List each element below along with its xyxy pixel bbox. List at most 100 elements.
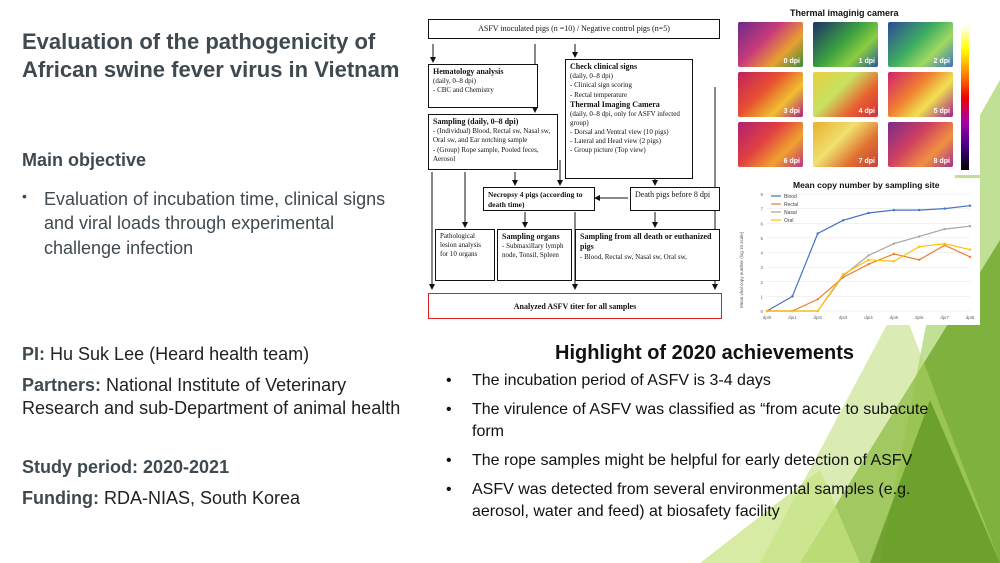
- flow-clinical-title: Check clinical signs: [570, 62, 638, 71]
- data-point-rectal: [867, 263, 870, 266]
- flow-necropsy: Necropsy 4 pigs (according to death time…: [483, 187, 595, 211]
- data-point-oral: [841, 273, 845, 276]
- x-tick-label: dpi3: [839, 315, 848, 320]
- thermal-image: 0 dpi: [738, 22, 803, 67]
- data-point-rectal: [918, 258, 921, 262]
- flow-clinical-item: - Clinical sign scoring: [570, 81, 633, 90]
- flow-all-text: - Blood, Rectal sw, Nasal sw, Oral sw,: [580, 252, 687, 261]
- data-point-oral: [918, 245, 921, 248]
- flow-clinical: Check clinical signs (daily, 0–8 dpi) - …: [565, 59, 693, 179]
- flow-all-title: Sampling from all death or euthanized pi…: [580, 232, 712, 252]
- x-tick-label: dpi5: [890, 315, 899, 320]
- data-point-blood: [892, 208, 896, 212]
- copy-number-chart: Mean copy number by sampling site Mean v…: [735, 178, 980, 325]
- y-tick-label: 7: [760, 207, 763, 212]
- thermal-title: Thermal imaginig camera: [790, 8, 899, 18]
- y-tick-label: 2: [760, 280, 763, 285]
- chart-title: Mean copy number by sampling site: [793, 180, 940, 190]
- chart-ylabel: Mean viral copy number (log 10 scale): [739, 231, 744, 308]
- data-point-oral: [968, 248, 972, 251]
- pi-value: Hu Suk Lee (Heard health team): [50, 344, 310, 364]
- flow-sampling-individual: - (Individual) Blood, Rectal sw, Nasal s…: [433, 127, 551, 145]
- legend-label: Rectal: [784, 202, 798, 208]
- thermal-label: 7 dpi: [858, 158, 875, 165]
- data-point-oral: [791, 309, 794, 313]
- flow-thermal-item: - Lateral and Head view (2 pigs): [570, 137, 661, 146]
- bullet-icon: •: [22, 188, 27, 204]
- data-point-nasal: [918, 235, 921, 238]
- objective-heading: Main objective: [22, 150, 147, 170]
- chart-svg: Mean copy number by sampling site Mean v…: [739, 180, 975, 320]
- flow-thermal-item: - Group picture (Top view): [570, 146, 646, 155]
- data-point-nasal: [968, 224, 972, 228]
- data-point-rectal: [892, 252, 896, 256]
- y-tick-label: 3: [760, 265, 763, 270]
- y-tick-label: 5: [760, 236, 763, 241]
- thermal-image: 1 dpi: [813, 22, 878, 67]
- data-point-blood: [791, 295, 794, 298]
- flow-death: Death pigs before 8 dpi: [630, 187, 720, 211]
- series-line-blood: [766, 205, 971, 312]
- legend-label: Nasal: [784, 210, 797, 216]
- x-tick-label: dpi4: [864, 315, 873, 320]
- thermal-image: 6 dpi: [738, 122, 803, 167]
- data-point-blood: [816, 232, 819, 235]
- thermal-colorbar: [961, 25, 969, 170]
- flow-sampling-group: - (Group) Rope sample, Pooled feces, Aer…: [433, 145, 539, 163]
- highlights-title: Highlight of 2020 achievements: [555, 342, 854, 364]
- page-title: Evaluation of the pathogenicity of Afric…: [22, 29, 400, 82]
- funding-line: Funding: RDA-NIAS, South Korea: [22, 487, 422, 510]
- flow-hematology-item: - CBC and Chemistry: [433, 86, 494, 95]
- flow-thermal-title: Thermal Imaging Camera: [570, 99, 660, 109]
- x-tick-label: dpi6: [915, 315, 924, 320]
- pi-line: PI: Hu Suk Lee (Heard health team): [22, 343, 422, 366]
- partners-line: Partners: National Institute of Veterina…: [22, 374, 422, 421]
- data-point-nasal: [892, 242, 896, 245]
- flow-organs-title: Sampling organs: [502, 232, 560, 241]
- thermal-image: 4 dpi: [813, 72, 878, 117]
- flow-sampling: Sampling (daily, 0–8 dpi) - (Individual)…: [428, 114, 558, 170]
- highlight-text: The virulence of ASFV was classified as …: [472, 401, 929, 440]
- data-point-blood: [841, 219, 845, 222]
- thermal-image: 2 dpi: [888, 22, 953, 67]
- thermal-label: 3 dpi: [783, 108, 800, 115]
- partners-label: Partners:: [22, 375, 102, 395]
- legend-label: Blood: [784, 194, 797, 200]
- highlight-text: ASFV was detected from several environme…: [472, 481, 911, 520]
- funding-label: Funding:: [22, 488, 99, 508]
- data-point-rectal: [968, 255, 972, 259]
- data-point-oral: [892, 260, 896, 263]
- data-point-oral: [867, 258, 870, 262]
- thermal-image: 3 dpi: [738, 72, 803, 117]
- flow-hematology-sub: (daily, 0–8 dpi): [433, 77, 476, 86]
- objective-bullet: • Evaluation of incubation time, clinica…: [22, 187, 412, 260]
- flow-pathology: Pathological lesion analysis for 10 orga…: [435, 229, 495, 281]
- y-tick-label: 6: [760, 221, 763, 226]
- legend-label: Oral: [784, 218, 793, 224]
- thermal-label: 0 dpi: [783, 58, 800, 65]
- thermal-image: 5 dpi: [888, 72, 953, 117]
- x-tick-label: dpi1: [788, 315, 797, 320]
- y-tick-label: 8: [760, 192, 763, 197]
- thermal-image: 8 dpi: [888, 122, 953, 167]
- partners-value: National Institute of Veterinary Researc…: [22, 375, 401, 419]
- highlight-item: •The virulence of ASFV was classified as…: [446, 401, 929, 440]
- data-point-oral: [816, 309, 819, 313]
- flow-thermal-item: - Dorsal and Ventral view (10 pigs): [570, 128, 669, 137]
- flow-clinical-item: - Rectal temperature: [570, 90, 628, 99]
- thermal-label: 2 dpi: [933, 58, 950, 65]
- data-point-blood: [918, 208, 921, 212]
- thermal-images-panel: Thermal imaginig camera 0 dpi 1 dpi 2 dp…: [735, 5, 980, 175]
- highlight-text: The rope samples might be helpful for ea…: [472, 452, 913, 469]
- flow-clinical-sub: (daily, 0–8 dpi): [570, 72, 613, 81]
- data-point-blood: [943, 207, 946, 210]
- funding-value: RDA-NIAS, South Korea: [103, 488, 301, 508]
- flow-thermal-sub: (daily, 0–8 dpi, only for ASFV infected …: [570, 110, 680, 128]
- pi-label: PI:: [22, 344, 46, 364]
- data-point-nasal: [943, 227, 946, 231]
- objective-text: Evaluation of incubation time, clinical …: [44, 189, 386, 258]
- flow-hematology-title: Hematology analysis: [433, 67, 504, 76]
- highlights-list: •The incubation period of ASFV is 3-4 da…: [442, 370, 962, 530]
- study-flowchart: ASFV inoculated pigs (n =10) / Negative …: [425, 17, 725, 322]
- data-point-blood: [968, 204, 972, 207]
